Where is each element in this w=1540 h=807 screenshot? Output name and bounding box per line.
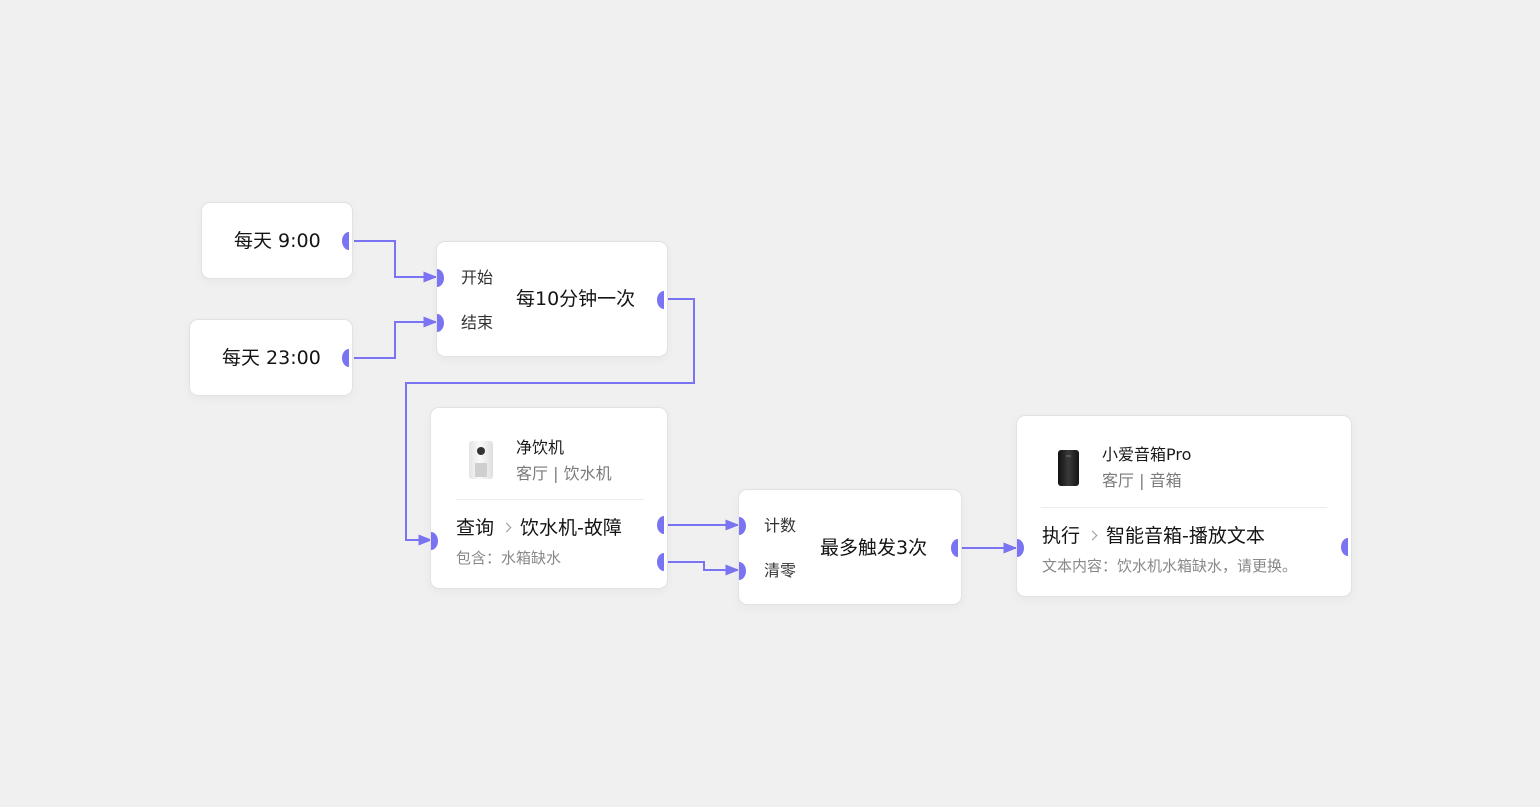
action-name: 饮水机-故障 <box>520 517 622 539</box>
action-type: 执行 <box>1042 525 1081 547</box>
output-port[interactable] <box>342 232 349 250</box>
output-port-2[interactable] <box>657 553 664 571</box>
device-name: 净饮机 <box>516 438 565 457</box>
action-type: 查询 <box>456 517 495 539</box>
reset-input-port[interactable] <box>739 562 746 580</box>
output-port[interactable] <box>657 291 664 309</box>
count-label: 计数 <box>764 516 797 535</box>
speaker-action-node[interactable]: 小爱音箱Pro 客厅 | 音箱 执行 智能音箱-播放文本 文本内容：饮水机水箱缺… <box>1016 415 1352 597</box>
wire-morning-to-start <box>354 240 438 283</box>
speaker-name: 小爱音箱Pro <box>1102 445 1192 464</box>
interval-title: 每10分钟一次 <box>516 288 636 310</box>
end-label: 结束 <box>461 313 494 332</box>
content-text: 文本内容：饮水机水箱缺水，请更换。 <box>1042 557 1298 575</box>
end-input-port[interactable] <box>437 314 444 332</box>
action-name: 智能音箱-播放文本 <box>1106 525 1265 547</box>
start-label: 开始 <box>461 268 494 287</box>
timer-node-night[interactable]: 每天 23:00 <box>189 319 353 396</box>
start-input-port[interactable] <box>437 269 444 287</box>
divider <box>1041 507 1327 508</box>
chevron-right-icon <box>1087 530 1098 541</box>
trigger-limit-node[interactable]: 计数 清零 最多触发3次 <box>738 489 962 605</box>
output-port-1[interactable] <box>657 516 664 534</box>
trigger-input-port[interactable] <box>1017 539 1024 557</box>
divider <box>456 499 644 500</box>
reset-label: 清零 <box>764 561 797 580</box>
chevron-right-icon <box>501 522 512 533</box>
trigger-input-port[interactable] <box>431 532 438 550</box>
output-port[interactable] <box>1341 538 1348 556</box>
timer-label: 每天 9:00 <box>234 230 321 252</box>
wire-night-to-end <box>354 316 438 359</box>
device-location: 客厅 | 饮水机 <box>516 464 612 483</box>
count-input-port[interactable] <box>739 517 746 535</box>
timer-label: 每天 23:00 <box>222 347 321 369</box>
output-port[interactable] <box>951 539 958 557</box>
speaker-location: 客厅 | 音箱 <box>1102 471 1182 490</box>
limit-title: 最多触发3次 <box>820 537 928 559</box>
water-purifier-icon <box>469 441 493 479</box>
smart-speaker-icon <box>1058 450 1079 486</box>
output-port[interactable] <box>342 349 349 367</box>
interval-node[interactable]: 开始 结束 每10分钟一次 <box>436 241 668 357</box>
device-query-node[interactable]: 净饮机 客厅 | 饮水机 查询 饮水机-故障 包含：水箱缺水 <box>430 407 668 589</box>
wire-fault-to-reset <box>668 561 740 576</box>
timer-node-morning[interactable]: 每天 9:00 <box>201 202 353 279</box>
condition-text: 包含：水箱缺水 <box>456 549 562 567</box>
